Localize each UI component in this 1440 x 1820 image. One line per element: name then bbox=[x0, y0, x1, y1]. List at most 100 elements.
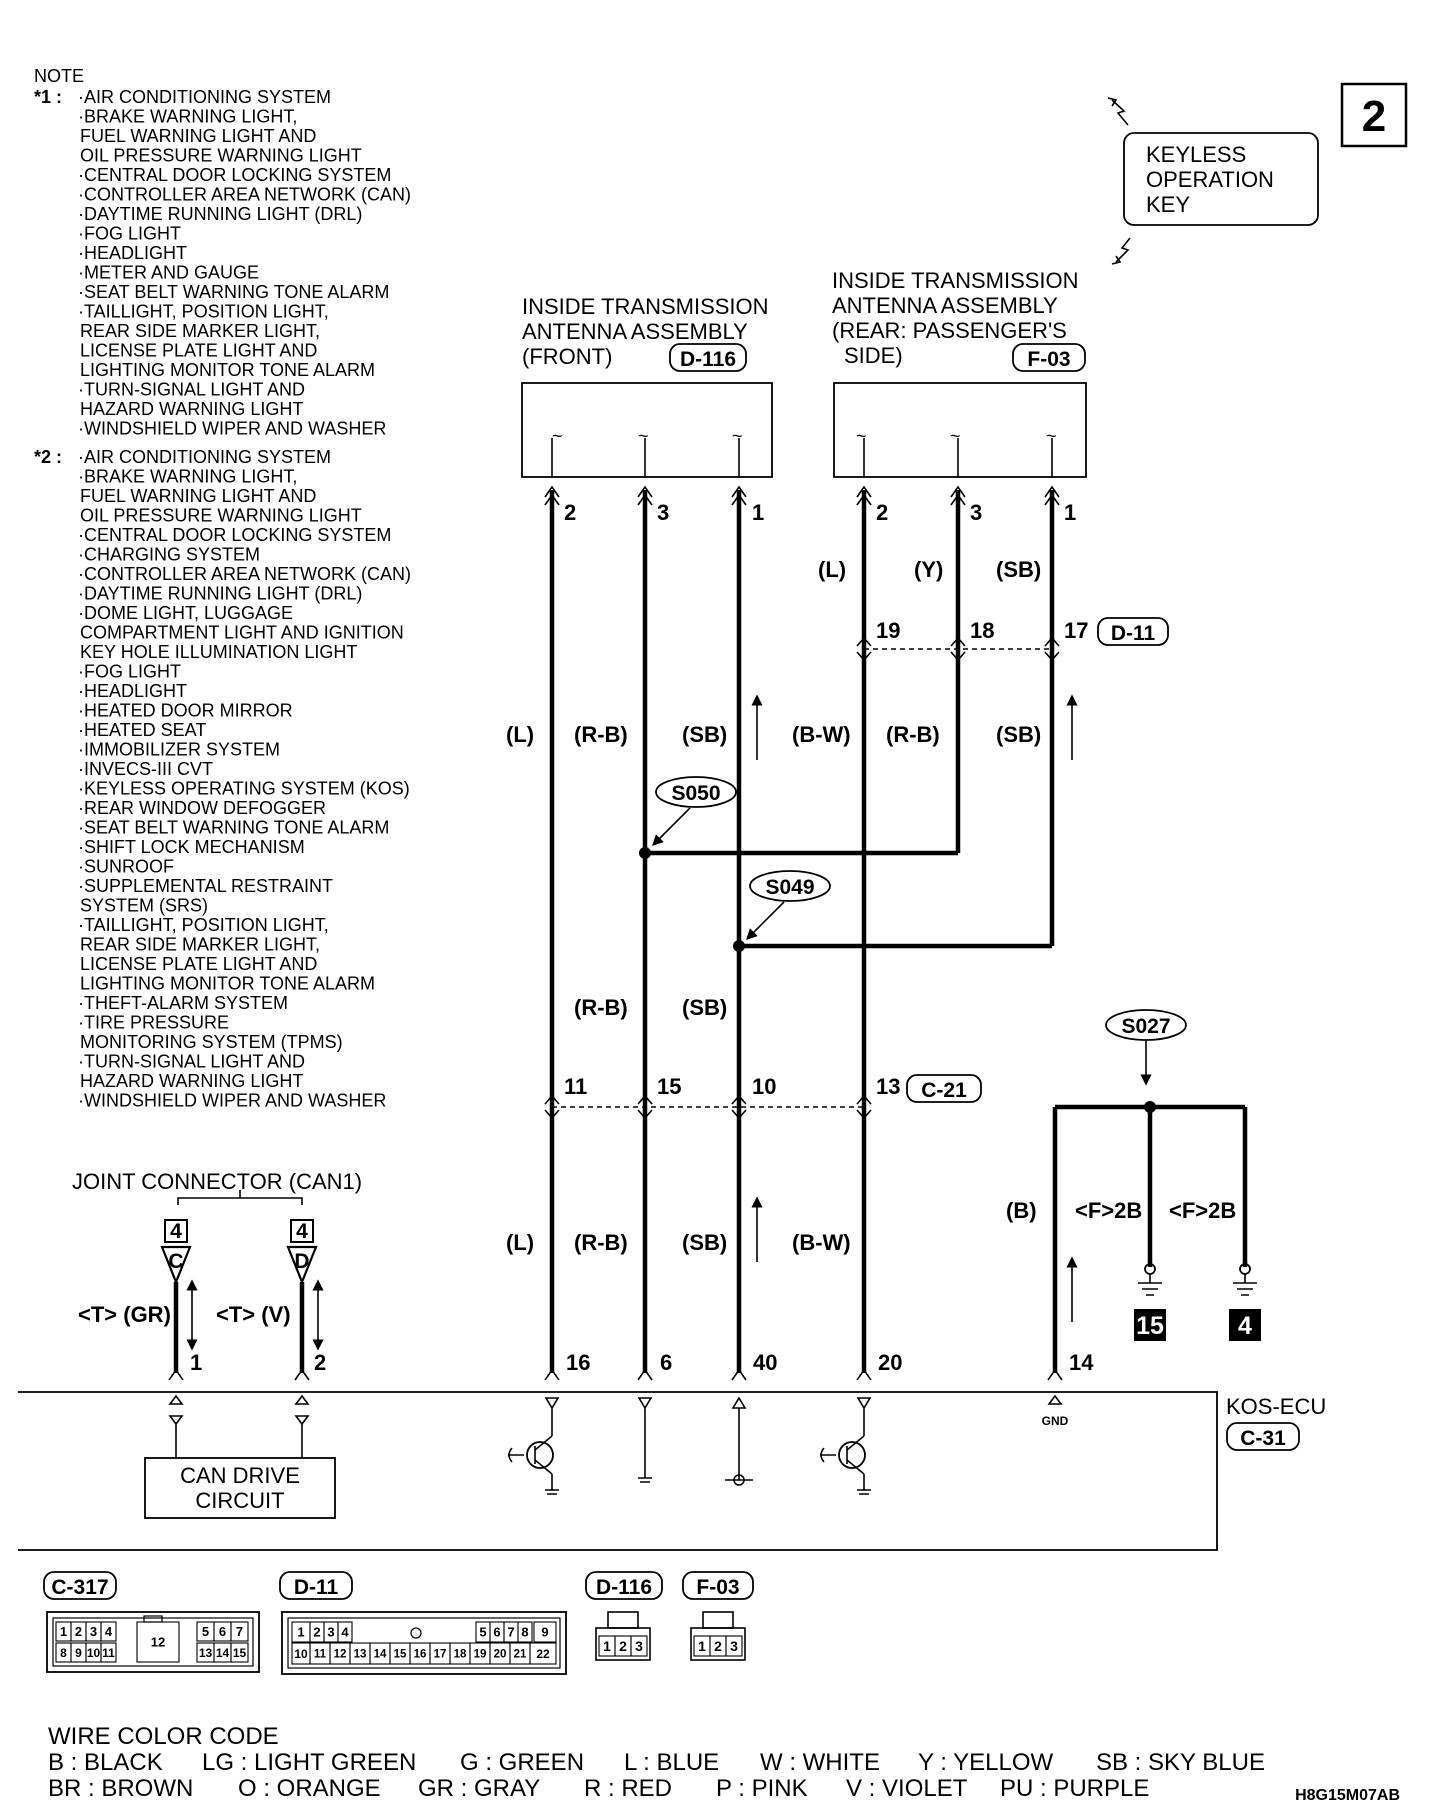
ground-symbol-icon bbox=[1138, 1274, 1162, 1296]
connector-view-label: D-11 bbox=[294, 1576, 339, 1599]
antenna-coil-icon: ~ bbox=[552, 426, 563, 446]
note-item: ·FOG LIGHT bbox=[78, 662, 181, 682]
antenna-coil-icon: ~ bbox=[950, 426, 961, 446]
connector-pin-number: 2 bbox=[714, 1638, 722, 1654]
connector-pin-number: 19 bbox=[474, 1649, 487, 1661]
connector-pin-cell bbox=[100, 1642, 117, 1663]
note-item: ·DAYTIME RUNNING LIGHT (DRL) bbox=[78, 584, 362, 604]
ground-point-label: 15 bbox=[1136, 1312, 1164, 1340]
note-item: ·TURN-SIGNAL LIGHT AND bbox=[78, 1052, 305, 1072]
wire-color: (R-B) bbox=[574, 1230, 628, 1255]
can-drive-circuit-box bbox=[144, 1457, 336, 1519]
wire-color: (B) bbox=[1006, 1198, 1037, 1223]
note-title: NOTE bbox=[34, 66, 84, 86]
connector-pin-number: 3 bbox=[90, 1624, 97, 1639]
connector-pin-number: 12 bbox=[334, 1649, 347, 1661]
wire-color: (R-B) bbox=[574, 995, 628, 1020]
wire-color-code-legend: WIRE COLOR CODE B : BLACK LG : LIGHT GRE… bbox=[48, 1723, 1265, 1802]
connector-pin-number: 1 bbox=[603, 1638, 611, 1654]
note-item: ·TIRE PRESSURE bbox=[78, 1013, 229, 1033]
pin-label: 20 bbox=[878, 1350, 902, 1375]
kos-ecu: KOS-ECU C-31 CAN DRIVE CIRCUIT bbox=[18, 1391, 1326, 1551]
pin-label: 18 bbox=[970, 618, 994, 643]
can-drive-circuit-label: CAN DRIVE bbox=[180, 1463, 300, 1488]
note-item: ·CONTROLLER AREA NETWORK (CAN) bbox=[78, 564, 411, 584]
note-item: ·WINDSHIELD WIPER AND WASHER bbox=[78, 1091, 386, 1111]
connector-pin-number: 7 bbox=[236, 1624, 243, 1639]
color-code-entry: BR : BROWN bbox=[48, 1775, 193, 1802]
splice-label: S027 bbox=[1121, 1015, 1170, 1038]
ground-point-box bbox=[1229, 1309, 1261, 1341]
splice-label: S050 bbox=[671, 782, 720, 805]
ecu-pin-labels: 16 6 40 20 14 bbox=[544, 1350, 1094, 1381]
joint-connector-number: 4 bbox=[296, 1220, 308, 1243]
antenna-coil-icon: ~ bbox=[1046, 426, 1057, 446]
connector-pin-number: 5 bbox=[202, 1624, 209, 1639]
color-code-entry: Y : YELLOW bbox=[918, 1749, 1054, 1776]
connector-pin-number: 5 bbox=[479, 1625, 486, 1640]
antenna-front-title: ANTENNA ASSEMBLY bbox=[522, 319, 748, 344]
connector-pin-number: 10 bbox=[294, 1647, 308, 1661]
pin-label: 1 bbox=[1064, 500, 1076, 525]
keyless-key-box bbox=[1123, 132, 1319, 226]
connector-pin-number: 3 bbox=[730, 1638, 738, 1654]
wire-color: (B-W) bbox=[792, 1230, 851, 1255]
wire-color: <F>2B bbox=[1075, 1198, 1142, 1223]
pin-label: 14 bbox=[1069, 1350, 1094, 1375]
wire-color: <F>2B bbox=[1169, 1198, 1236, 1223]
note-item: ·IMMOBILIZER SYSTEM bbox=[78, 740, 280, 760]
color-code-entry: SB : SKY BLUE bbox=[1096, 1749, 1265, 1776]
splice-s049: S049 bbox=[746, 870, 831, 940]
connector-pin-number: 13 bbox=[199, 1646, 213, 1660]
connector-pin-number: 22 bbox=[536, 1647, 550, 1661]
connector-pin-number: 2 bbox=[619, 1638, 627, 1654]
pin-label: 2 bbox=[564, 500, 576, 525]
connector-tag-f03 bbox=[1012, 343, 1086, 372]
connector-pin-number: 14 bbox=[216, 1646, 230, 1660]
can-drive-circuit-label: CIRCUIT bbox=[195, 1488, 284, 1513]
note-star1-mark: *1 : bbox=[34, 87, 62, 107]
note-item: ·AIR CONDITIONING SYSTEM bbox=[78, 447, 331, 467]
wire-color: (L) bbox=[506, 722, 534, 747]
note-item: ·SUNROOF bbox=[78, 857, 174, 877]
color-code-entry: LG : LIGHT GREEN bbox=[202, 1749, 416, 1776]
wire-color: (SB) bbox=[682, 722, 727, 747]
color-code-entry: O : ORANGE bbox=[238, 1775, 381, 1802]
connector-pin-cell bbox=[725, 1635, 743, 1657]
connector-pin-number: 11 bbox=[314, 1649, 327, 1661]
note-item: LICENSE PLATE LIGHT AND bbox=[80, 341, 317, 361]
pin-label: 10 bbox=[752, 1074, 776, 1099]
connector-pin-number: 18 bbox=[454, 1649, 467, 1661]
connector-pin-number: 8 bbox=[521, 1625, 528, 1640]
radio-wave-icon bbox=[1111, 255, 1122, 265]
wire-color: (R-B) bbox=[886, 722, 940, 747]
connector-pin-cell bbox=[136, 1621, 180, 1663]
note-item: COMPARTMENT LIGHT AND IGNITION bbox=[80, 623, 404, 643]
connector-pin-cell bbox=[517, 1621, 533, 1643]
note-star2-list: ·AIR CONDITIONING SYSTEM ·BRAKE WARNING … bbox=[78, 447, 411, 1111]
pin-label: 3 bbox=[970, 500, 982, 525]
note-item: ·WINDSHIELD WIPER AND WASHER bbox=[78, 419, 386, 439]
connector-tag-c21 bbox=[906, 1074, 982, 1103]
note-item: ·HEADLIGHT bbox=[78, 681, 187, 701]
note-item: ·CHARGING SYSTEM bbox=[78, 545, 260, 565]
color-code-entry: G : GREEN bbox=[460, 1749, 584, 1776]
note-item: HAZARD WARNING LIGHT bbox=[80, 1071, 303, 1091]
radio-wave-icon bbox=[1115, 237, 1131, 263]
wire-color: (SB) bbox=[996, 722, 1041, 747]
connector-pin-cell bbox=[630, 1635, 648, 1657]
pin-label: 17 bbox=[1064, 618, 1088, 643]
connector-pin-number: 4 bbox=[341, 1625, 349, 1640]
pin-label: 3 bbox=[657, 500, 669, 525]
antenna-rear: INSIDE TRANSMISSION ANTENNA ASSEMBLY (RE… bbox=[832, 268, 1087, 525]
antenna-rear-box bbox=[833, 382, 1087, 478]
wire-color: (SB) bbox=[682, 995, 727, 1020]
note-item: ·SUPPLEMENTAL RESTRAINT bbox=[78, 876, 333, 896]
note-item: ·SHIFT LOCK MECHANISM bbox=[78, 837, 305, 857]
note-item: FUEL WARNING LIGHT AND bbox=[80, 486, 316, 506]
radio-wave-icon bbox=[1107, 97, 1118, 107]
pin-label: 40 bbox=[753, 1350, 777, 1375]
antenna-rear-title: (REAR: PASSENGER'S bbox=[832, 318, 1067, 343]
note-item: ·BRAKE WARNING LIGHT, bbox=[78, 107, 297, 127]
connector-pin-number: 14 bbox=[374, 1649, 387, 1661]
